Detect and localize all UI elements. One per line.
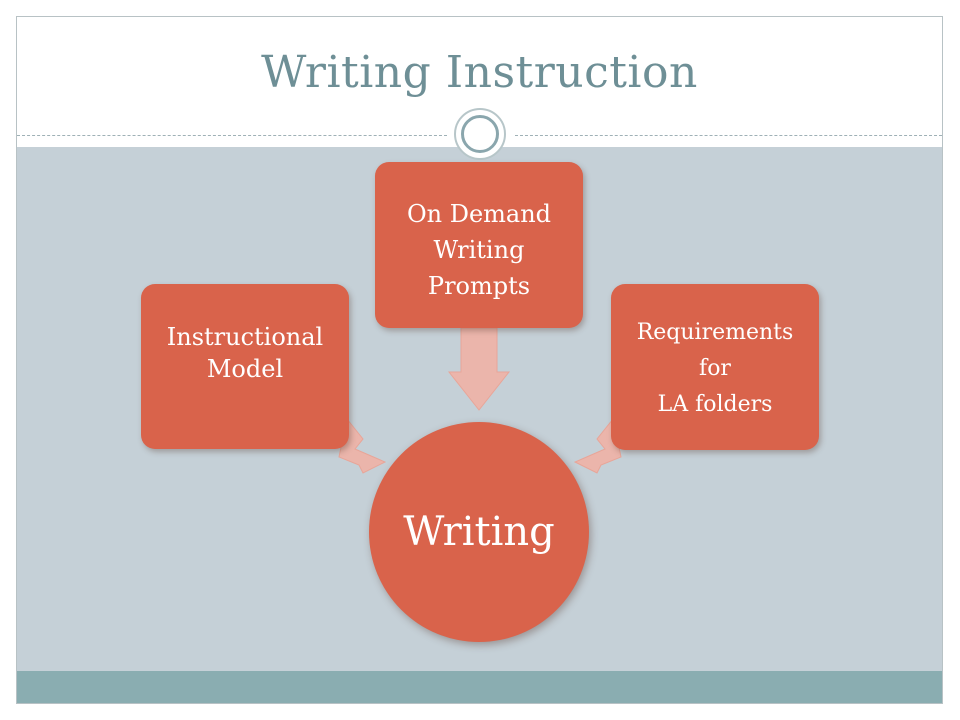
slide-title: Writing Instruction <box>261 47 698 98</box>
slide-footer-bar <box>17 671 942 703</box>
divider-ring-inner-icon <box>461 115 499 153</box>
node-on-demand-writing-prompts: On Demand Writing Prompts <box>375 162 583 328</box>
header-divider-right <box>515 135 942 136</box>
arrow-right <box>573 417 622 474</box>
arrow-left <box>338 417 387 474</box>
center-label: Writing <box>403 509 555 555</box>
node-instructional-model: Instructional Model <box>141 284 349 449</box>
node-label: Instructional Model <box>166 323 324 383</box>
node-label: Requirements for LA folders <box>636 320 794 417</box>
node-label: On Demand Writing Prompts <box>406 200 552 300</box>
center-node-writing: Writing <box>369 422 589 642</box>
header-divider-left <box>17 135 447 136</box>
node-requirements-la-folders: Requirements for LA folders <box>611 284 819 450</box>
arrow-top <box>447 327 511 411</box>
diagram-arrows <box>338 327 622 474</box>
slide-frame: Writing Instruction Instructional Model … <box>16 16 943 704</box>
